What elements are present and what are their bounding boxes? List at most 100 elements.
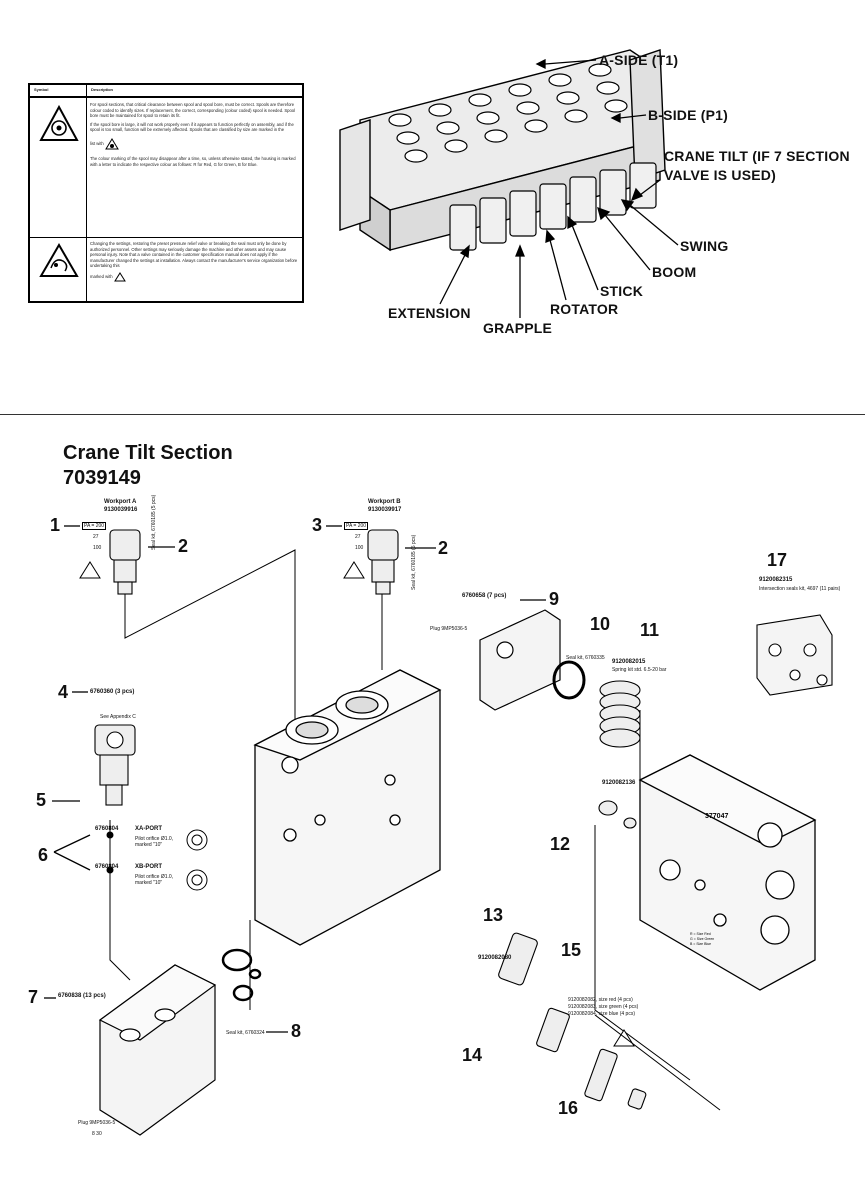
valve-port [516, 101, 540, 115]
end-cover [479, 609, 561, 711]
seal-kit-b: Seal kit, 6760185 (5 pcs) [411, 534, 417, 590]
valve-port [604, 99, 628, 113]
row2-para: Changing the settings, restoring the pre… [90, 241, 298, 269]
valve-port [396, 131, 420, 145]
size-legend-g: G = Size Green [690, 937, 714, 941]
spool-housing [539, 183, 567, 230]
warning-icon [79, 561, 101, 579]
row1-para-1: For spool sections, that critical cleara… [90, 102, 296, 119]
pa-tag-b: PA = 200 [344, 522, 369, 530]
housing-mark: 377047 [705, 813, 728, 820]
item17-description: Intersection seals kit, 4697 (11 pairs) [759, 586, 841, 592]
callout-leader-lines [44, 525, 546, 1033]
torque-b-100: 100 [355, 545, 364, 551]
pilot-orifice-b: Pilot orifice Ø1.0, marked "10" [135, 874, 174, 886]
valve-port [476, 111, 500, 125]
torque-b-27: 27 [355, 534, 361, 540]
workport-a-guide-line [124, 549, 296, 790]
callout-13: 13 [483, 905, 504, 925]
spring-kit [599, 680, 641, 748]
callout-10: 10 [590, 614, 611, 634]
valve-port [444, 139, 468, 153]
valve-port [588, 63, 612, 77]
item9-part-number: 6760658 (7 pcs) [462, 593, 507, 599]
section-number: 7039149 [63, 467, 141, 489]
item15-red: 9120082082, size red (4 pcs) [568, 997, 633, 1003]
pa-tag-a: PA = 200 [82, 522, 107, 530]
row1-description: For spool sections, that critical cleara… [90, 102, 298, 170]
spool-housing [479, 197, 507, 244]
crane-tilt-label-1: CRANE TILT (IF 7 SECTION [664, 148, 850, 164]
main-housing [253, 669, 442, 946]
item15-blue: 9120082084, size blue (4 pcs) [568, 1011, 635, 1017]
callout-6: 6 [38, 845, 49, 865]
seal-10: Seal kit, 6760335 [566, 655, 605, 661]
callout-5: 5 [36, 790, 47, 810]
grapple-label: GRAPPLE [483, 320, 553, 336]
spool-housing [449, 204, 477, 251]
item6b-part-number: 6760804 [95, 864, 119, 870]
row2-description: Changing the settings, restoring the pre… [90, 241, 298, 285]
item11-part-number: 9120082015 [612, 659, 646, 665]
control-valve-illustration [339, 49, 666, 252]
item13-part-number: 9120082080 [478, 955, 512, 961]
spool-size-warning-icon [39, 105, 79, 141]
extension-label: EXTENSION [388, 305, 471, 321]
plug-9: Plug 9MP5036-5 [430, 626, 468, 632]
valve-port [468, 93, 492, 107]
crane-tilt-label-2: VALVE IS USED) [664, 167, 776, 183]
size-legend-b: B = Size Blue [690, 942, 711, 946]
row1-para-3: list with [90, 141, 104, 147]
seal-kit-a: Seal kit, 6760185 (5 pcs) [151, 494, 157, 550]
valve-port [524, 119, 548, 133]
row1-para-4: The colour marking of the spool may disa… [90, 155, 296, 167]
plug-bottom: Plug 9MP5036-5 [78, 1120, 116, 1126]
valve-port [404, 149, 428, 163]
callout-7: 7 [28, 987, 39, 1007]
valve-port [428, 103, 452, 117]
valve-port [564, 109, 588, 123]
item15-green: 9120082083, size green (4 pcs) [568, 1004, 639, 1010]
workport-b-label: Workport B [368, 499, 401, 505]
torque-bottom: 8 30 [92, 1131, 102, 1137]
item12-part-number: 9120082136 [602, 780, 636, 786]
swing-label: SWING [680, 238, 729, 254]
exploded-view-diagram: 377047 R = Size Red G = Size Green B = S… [79, 529, 833, 1136]
check-valve-cartridge [498, 932, 647, 1110]
spool-housing [599, 169, 627, 216]
callout-14: 14 [462, 1045, 483, 1065]
callout-15: 15 [561, 940, 582, 960]
rotator-label: ROTATOR [550, 301, 619, 317]
item7-part-number: 6760838 (13 pcs) [58, 993, 106, 999]
callout-9: 9 [549, 589, 560, 609]
item4-part-number: 6760360 (3 pcs) [90, 689, 135, 695]
torque-a-100: 100 [93, 545, 102, 551]
see-appendix: See Appendix C [100, 714, 136, 720]
stick-label: STICK [600, 283, 643, 299]
valve-port [436, 121, 460, 135]
intersection-block [756, 614, 833, 696]
size-legend-r: R = Size Red [690, 932, 711, 936]
valve-port [556, 91, 580, 105]
valve-port [508, 83, 532, 97]
valve-port [596, 81, 620, 95]
workport-b-part-number: 9130039917 [368, 507, 402, 513]
solenoid-valve [94, 724, 136, 806]
right-housing [638, 754, 817, 991]
row1-para-2: If the spool bore is large, it will not … [90, 121, 294, 133]
valve-port [548, 73, 572, 87]
spring-kit-label: Spring kit std. 6.5-20 bar [612, 667, 667, 673]
section-separator [0, 414, 865, 415]
workport-a-part-number: 9130039916 [104, 507, 138, 513]
workport-a-valve [109, 529, 141, 595]
settings-warning-icon [39, 243, 79, 277]
cover-seal [552, 660, 586, 700]
valve-leader-lines [439, 58, 679, 318]
section-title: Crane Tilt Section [63, 442, 233, 464]
col-description-header: Description [91, 87, 114, 92]
workport-a-label: Workport A [104, 499, 137, 505]
callout-17: 17 [767, 550, 788, 570]
callout-11: 11 [640, 620, 660, 640]
symbol-table: Symbol Description For spool sections, t… [28, 83, 304, 303]
xa-port-label: XA-PORT [135, 826, 162, 832]
